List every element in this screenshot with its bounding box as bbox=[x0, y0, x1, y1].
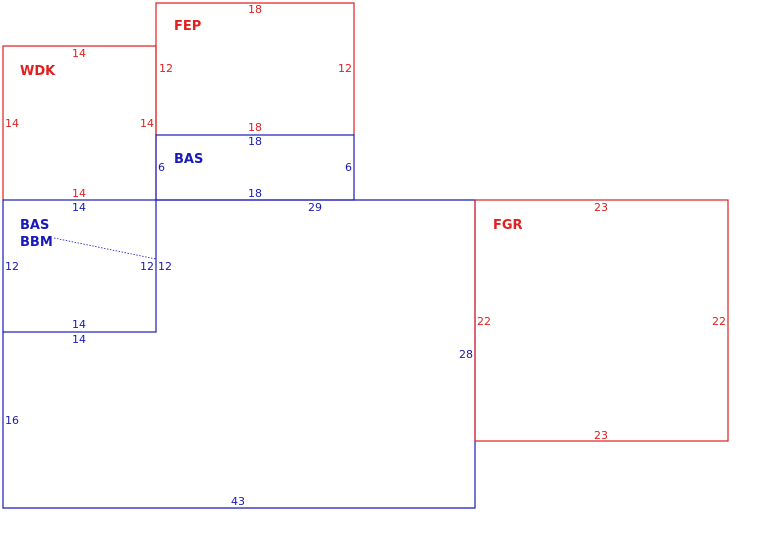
area-main-basement[interactable]: 29 12 14 16 28 43 bbox=[2, 199, 476, 509]
area-fep-dim-bottom: 18 bbox=[248, 121, 262, 134]
area-bas-left[interactable]: BAS BBM 14 12 12 14 bbox=[2, 199, 157, 333]
area-bas-left-dim-bottom: 14 bbox=[72, 318, 86, 331]
area-bas-upper[interactable]: BAS 18 6 6 18 bbox=[155, 134, 355, 201]
area-fgr-outline bbox=[474, 199, 729, 442]
area-main-dim-right: 28 bbox=[459, 348, 473, 361]
area-fgr-dim-right: 22 bbox=[712, 315, 726, 328]
area-bas-upper-dim-left: 6 bbox=[158, 161, 165, 174]
area-fgr-dim-top: 23 bbox=[594, 201, 608, 214]
area-fep-dim-left: 12 bbox=[159, 62, 173, 75]
area-wdk[interactable]: WDK 14 14 14 14 bbox=[2, 45, 157, 200]
area-fgr[interactable]: FGR 23 22 22 23 bbox=[474, 199, 729, 442]
area-main-dim-inner-top: 14 bbox=[72, 333, 86, 346]
area-bas-left-dim-right: 12 bbox=[140, 260, 154, 273]
area-bas-left-sublabel: BBM bbox=[20, 235, 53, 250]
area-bas-upper-label: BAS bbox=[174, 152, 203, 167]
area-fgr-label: FGR bbox=[493, 218, 523, 233]
area-fgr-dim-left: 22 bbox=[477, 315, 491, 328]
area-main-outline bbox=[2, 199, 476, 509]
area-wdk-dim-bottom: 14 bbox=[72, 187, 86, 200]
area-main-dim-inner-left: 12 bbox=[158, 260, 172, 273]
area-fep[interactable]: FEP 18 12 12 18 bbox=[155, 2, 355, 135]
area-fep-dim-top: 18 bbox=[248, 3, 262, 16]
area-bas-upper-dim-bottom: 18 bbox=[248, 187, 262, 200]
area-bas-left-outline bbox=[2, 199, 157, 333]
area-wdk-dim-right: 14 bbox=[140, 117, 154, 130]
area-bas-left-label: BAS bbox=[20, 218, 49, 233]
area-bas-upper-dim-right: 6 bbox=[345, 161, 352, 174]
area-bas-left-dim-top: 14 bbox=[72, 201, 86, 214]
area-fep-label: FEP bbox=[174, 19, 201, 34]
area-fep-dim-right: 12 bbox=[338, 62, 352, 75]
area-bas-left-dim-left: 12 bbox=[5, 260, 19, 273]
area-main-dim-top: 29 bbox=[308, 201, 322, 214]
area-wdk-outline bbox=[2, 45, 157, 200]
area-wdk-dim-top: 14 bbox=[72, 47, 86, 60]
area-bas-left-leader-line bbox=[53, 237, 157, 260]
area-wdk-label: WDK bbox=[20, 64, 56, 79]
area-wdk-dim-left: 14 bbox=[5, 117, 19, 130]
area-fgr-dim-bottom: 23 bbox=[594, 429, 608, 442]
area-main-dim-left: 16 bbox=[5, 414, 19, 427]
area-bas-upper-dim-top: 18 bbox=[248, 135, 262, 148]
area-main-dim-bottom: 43 bbox=[231, 495, 245, 508]
